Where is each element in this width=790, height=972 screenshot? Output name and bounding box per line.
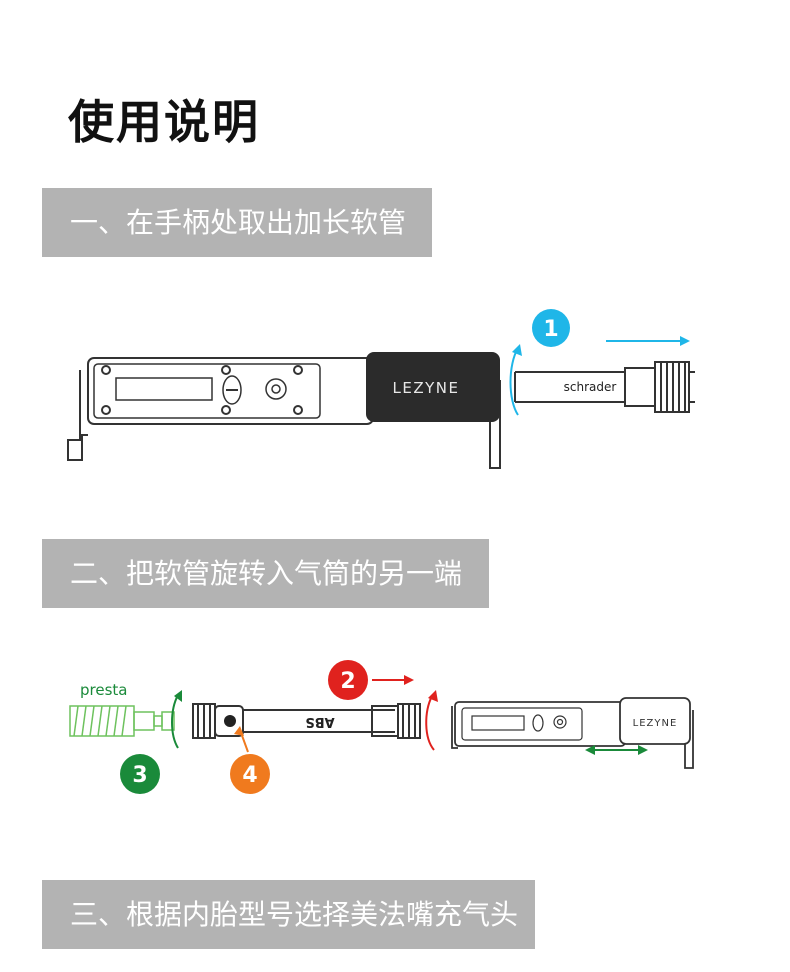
pump-illustration-1: LEZYNE schrader 1 xyxy=(67,309,695,469)
step-badge-3-label: 3 xyxy=(132,763,147,788)
green-rotate-arrow-icon xyxy=(171,694,179,749)
page-title: 使用说明 xyxy=(68,95,260,149)
step-badge-2-label: 2 xyxy=(340,669,355,694)
presta-head-icon xyxy=(69,705,175,737)
pump-illustration-2: presta ABS LEZYNE xyxy=(69,660,694,794)
step-badge-4 xyxy=(230,754,270,794)
step-1-bar: 一、在手柄处取出加长软管 xyxy=(42,188,432,257)
hose-label-schrader: schrader xyxy=(564,380,617,394)
red-rotate-arrow-icon xyxy=(425,695,435,751)
pump-handle-sleeve-small xyxy=(619,697,691,745)
step-3-bar: 三、根据内胎型号选择美法嘴充气头 xyxy=(42,880,535,949)
pump-handle-sleeve xyxy=(366,352,500,422)
step-badge-2 xyxy=(328,660,368,700)
step-badge-3 xyxy=(120,754,160,794)
step-badge-4-label: 4 xyxy=(242,763,257,788)
brand-logo-2: LEZYNE xyxy=(633,718,678,729)
step-badge-1 xyxy=(532,309,570,347)
hose-label-abs: ABS xyxy=(305,714,334,729)
valve-label-presta: presta xyxy=(80,681,127,699)
step-2-bar: 二、把软管旋转入气筒的另一端 xyxy=(42,539,489,608)
step-badge-1-label: 1 xyxy=(543,317,558,342)
brand-logo-1: LEZYNE xyxy=(393,379,460,397)
